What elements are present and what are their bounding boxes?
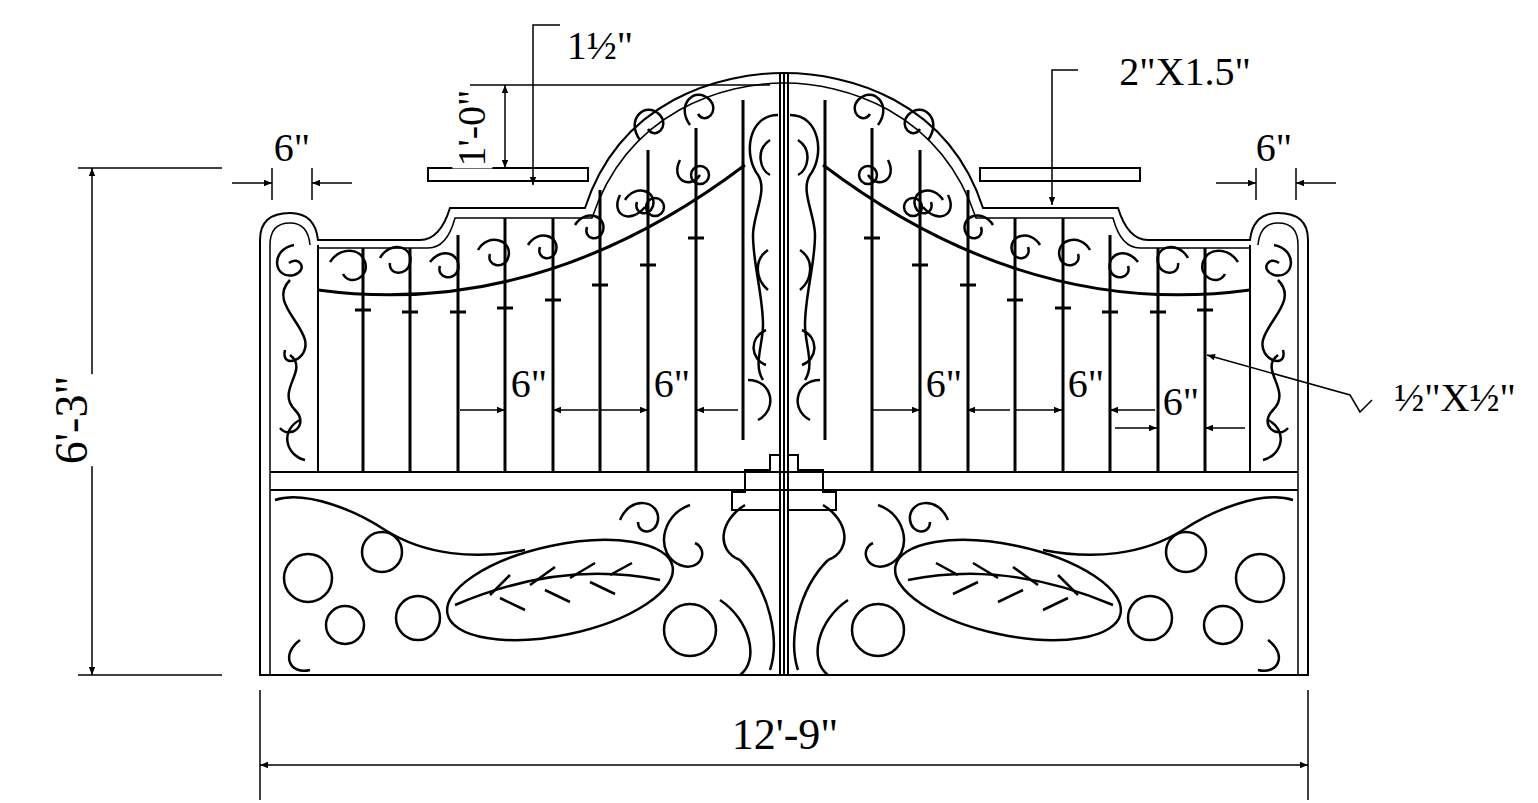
dimension-label: 2"X1.5" <box>1117 52 1253 92</box>
dimension-label: 6" <box>1161 382 1201 422</box>
dimension-label: 1½" <box>565 26 635 66</box>
dimension-label: ½"X½" <box>1392 378 1518 418</box>
dimension-label: 6'-3" <box>49 374 95 466</box>
dimension-label: 6" <box>652 364 692 404</box>
dimension-label: 6" <box>509 364 549 404</box>
dimension-label: 6" <box>1066 364 1106 404</box>
dimension-label: 12'-9" <box>730 713 841 757</box>
dimension-label: 6" <box>924 364 964 404</box>
dimension-label: 6" <box>272 128 312 168</box>
dimension-label: 6" <box>1254 128 1294 168</box>
dimension-label: 1'-0" <box>452 88 492 169</box>
